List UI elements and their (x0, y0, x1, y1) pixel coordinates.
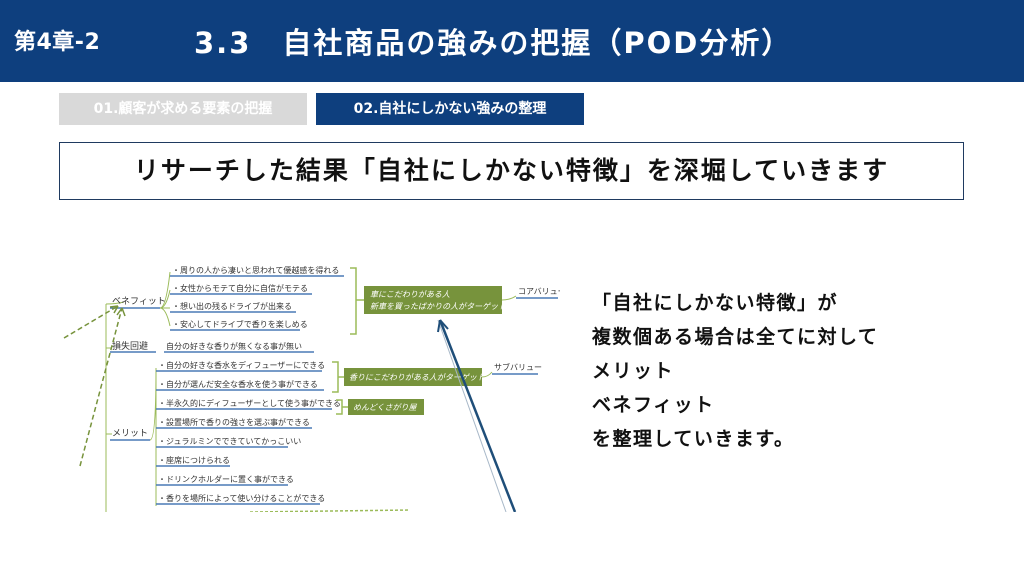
tab-unique-strengths[interactable]: 02.自社にしかない強みの整理 (316, 93, 584, 125)
note-line: 「自社にしかない特徴」が (592, 292, 839, 314)
benefit-item: ・周りの人から凄いと思われて優越感を得れる (172, 265, 339, 275)
branch-benefit-line (105, 301, 125, 305)
merit-item: ・香りを場所によって使い分けることができる (158, 493, 325, 503)
small-value-box (348, 399, 424, 415)
small-value-box-text: めんどくさがり屋 (353, 403, 418, 412)
headline-banner: リサーチした結果「自社にしかない特徴」を深堀していきます (59, 142, 964, 200)
note-line: ベネフィット (592, 394, 715, 416)
core-value-box-line: 車にこだわりがある人 (370, 290, 450, 299)
branch-loss-label: 損失回避 (112, 340, 148, 352)
slide-title: 3.3 自社商品の強みの把握（POD分析） (194, 26, 793, 60)
note-line: を整理していきます。 (592, 428, 795, 450)
header-bar: 第4章-2 3.3 自社商品の強みの把握（POD分析） (0, 0, 1024, 82)
sub-value-label: サブバリュー (494, 362, 542, 372)
mindmap-image: ベネフィット 損失回避 メリット ・周りの人から凄いと思われて優越感を得れる ・… (60, 256, 560, 512)
core-value-box-line: 新車を買ったばかりの人がターゲット (370, 302, 506, 311)
chapter-label: 第4章-2 (14, 30, 101, 55)
benefit-bracket (350, 267, 364, 335)
sub-value-box (344, 368, 482, 386)
merit-item: ・座席につけられる (158, 455, 230, 465)
core-value-box (364, 286, 502, 314)
long-arrow (438, 319, 517, 512)
merit-item: ・設置場所で香りの強さを選ぶ事ができる (158, 417, 310, 427)
merit-item: ・半永久的にディフューザーとして使う事ができる (158, 398, 341, 408)
dashed-line (249, 509, 411, 512)
note-line: 複数個ある場合は全てに対して (592, 326, 879, 348)
small-bracket (336, 399, 348, 415)
dashed-arrow (79, 307, 123, 467)
note-line: メリット (592, 360, 675, 382)
tab-customer-requirements[interactable]: 01.顧客が求める要素の把握 (59, 93, 307, 125)
core-value-label: コアバリュー (518, 287, 560, 296)
dashed-arrow (63, 305, 119, 339)
benefit-item: ・女性からモテて自分に自信がモテる (172, 283, 308, 293)
benefit-item: ・安心してドライブで香りを楽しめる (172, 319, 308, 329)
merit-item: ・自分の好きな香水をディフューザーにできる (158, 360, 325, 370)
sub-bracket (332, 361, 344, 393)
merit-item: ・ジュラルミンでできていてかっこいい (158, 437, 301, 446)
branch-benefit-label: ベネフィット (112, 296, 166, 307)
explanation-text: 「自社にしかない特徴」が 複数個ある場合は全てに対して メリット ベネフィット … (592, 286, 1012, 456)
long-arrow-shadow (437, 319, 507, 512)
sub-value-box-text: 香りにこだわりがある人がターゲット (349, 373, 485, 382)
branch-merit-label: メリット (112, 429, 148, 439)
loss-item: 自分の好きな香りが無くなる事が無い (166, 341, 302, 351)
merit-item: ・ドリンクホルダーに置く事ができる (158, 474, 294, 484)
merit-item: ・自分が選んだ安全な香水を使う事ができる (158, 379, 318, 389)
benefit-item: ・想い出の残るドライブが出来る (172, 301, 292, 311)
mindmap-diagram: ベネフィット 損失回避 メリット ・周りの人から凄いと思われて優越感を得れる ・… (63, 265, 560, 512)
